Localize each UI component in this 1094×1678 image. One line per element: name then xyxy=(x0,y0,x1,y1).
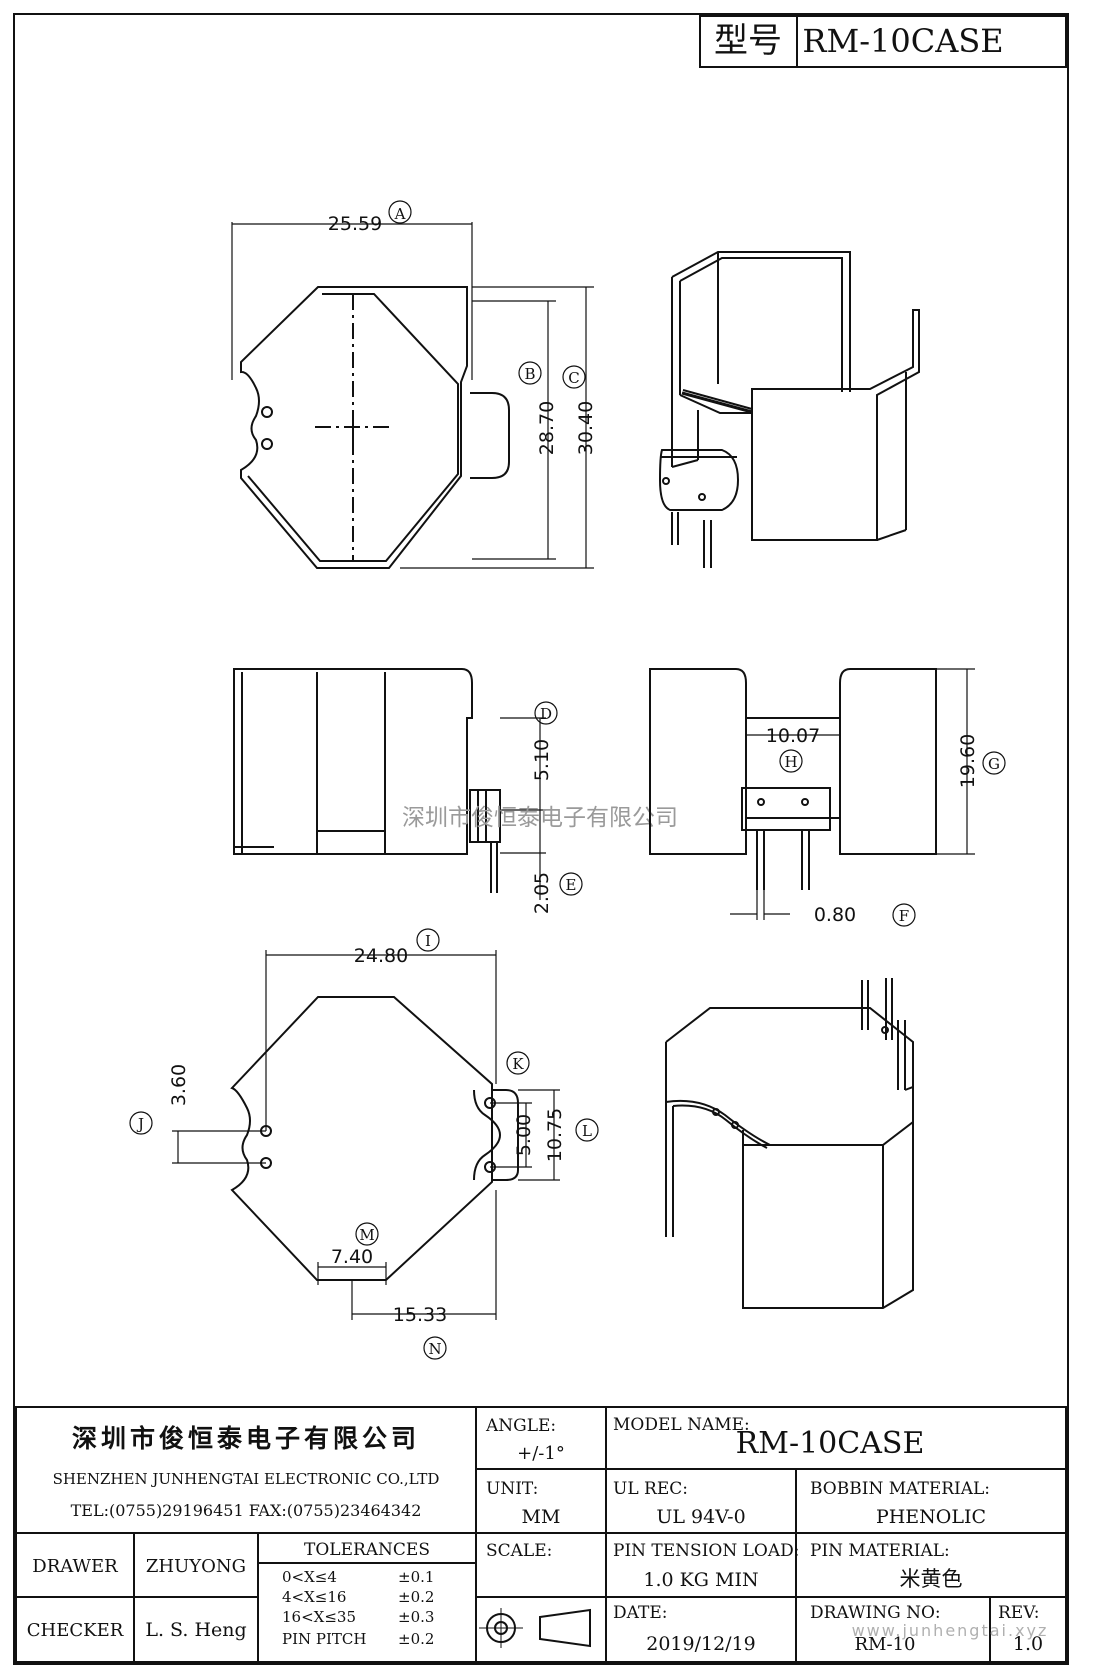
tolerance-value: ±0.1 xyxy=(398,1568,434,1586)
dim-m-callout xyxy=(355,1222,379,1246)
rev-value: 1.0 xyxy=(1013,1633,1043,1655)
front-view xyxy=(649,668,975,920)
scale-label: SCALE: xyxy=(486,1541,552,1561)
dim-g-callout xyxy=(982,751,1006,775)
dim-m-value: 7.40 xyxy=(331,1246,373,1268)
svg-text:K: K xyxy=(512,1055,524,1073)
checker-label: CHECKER xyxy=(27,1620,124,1641)
svg-text:L: L xyxy=(582,1122,592,1140)
dim-b-callout xyxy=(518,361,542,385)
dim-j-value: 3.60 xyxy=(168,1064,190,1106)
model-type-value: RM-10CASE xyxy=(802,22,1003,60)
svg-text:N: N xyxy=(428,1340,441,1358)
ul-rec-label: UL REC: xyxy=(613,1479,688,1499)
title-block xyxy=(15,1406,1067,1663)
tolerance-value: ±0.2 xyxy=(398,1588,434,1606)
dim-c-value: 30.40 xyxy=(575,401,597,455)
bobbin-material-label: BOBBIN MATERIAL: xyxy=(810,1479,990,1499)
dim-i-callout xyxy=(416,928,440,952)
svg-text:D: D xyxy=(540,705,552,723)
unit-value: MM xyxy=(522,1506,561,1528)
dim-g-value: 19.60 xyxy=(957,734,979,788)
angle-value: +/-1° xyxy=(517,1443,565,1464)
dim-f-callout xyxy=(892,903,916,927)
drawing-no-value: RM-10 xyxy=(855,1634,916,1655)
company-name-en: SHENZHEN JUNHENGTAI ELECTRONIC CO.,LTD xyxy=(53,1470,440,1488)
svg-text:G: G xyxy=(988,755,1000,773)
drawing-no-label: DRAWING NO: xyxy=(810,1603,941,1623)
isometric-view-bottom xyxy=(665,978,914,1309)
dim-l-callout xyxy=(575,1118,599,1142)
pin-tension-value: 1.0 KG MIN xyxy=(643,1569,758,1591)
title-block-text: 深圳市俊恒泰电子有限公司 SHENZHEN JUNHENGTAI ELECTRO… xyxy=(27,1415,1049,1655)
company-contact: TEL:(0755)29196451 FAX:(0755)23464342 xyxy=(71,1501,422,1520)
svg-text:H: H xyxy=(784,753,797,771)
pin-material-label: PIN MATERIAL: xyxy=(810,1541,950,1561)
url-watermark: www.junhengtai.xyz xyxy=(852,1621,1049,1640)
checker-value: L. S. Heng xyxy=(145,1619,246,1641)
ul-rec-value: UL 94V-0 xyxy=(656,1506,745,1528)
bottom-view xyxy=(172,950,560,1320)
dim-l-value: 10.75 xyxy=(544,1108,566,1162)
sheet-border xyxy=(13,13,1069,1665)
dim-d-callout xyxy=(534,701,558,725)
date-label: DATE: xyxy=(613,1603,667,1623)
isometric-view-top xyxy=(658,251,920,568)
dim-a-value: 25.59 xyxy=(328,213,382,235)
tolerance-range: PIN PITCH xyxy=(282,1630,367,1648)
top-title-box: 型号 RM-10CASE xyxy=(699,15,1067,68)
tolerances-title: TOLERANCES xyxy=(304,1540,430,1560)
angle-label: ANGLE: xyxy=(485,1416,556,1436)
company-name-cn: 深圳市俊恒泰电子有限公司 xyxy=(72,1424,420,1453)
unit-label: UNIT: xyxy=(486,1479,538,1499)
dim-b-value: 28.70 xyxy=(536,401,558,455)
model-type-label: 型号 xyxy=(714,21,782,61)
drawer-label: DRAWER xyxy=(32,1556,118,1577)
dim-d-value: 5.10 xyxy=(531,739,553,781)
svg-text:M: M xyxy=(359,1226,374,1244)
top-view-dimensions: 25.59 A 28.70 B 30.40 C xyxy=(328,200,597,455)
model-name-label: MODEL NAME: xyxy=(613,1415,750,1435)
dim-f-value: 0.80 xyxy=(814,904,856,926)
svg-text:A: A xyxy=(394,205,406,223)
dim-k-callout xyxy=(506,1051,530,1075)
svg-text:I: I xyxy=(425,932,431,950)
date-value: 2019/12/19 xyxy=(646,1633,756,1655)
dim-j-callout xyxy=(129,1111,153,1135)
svg-text:B: B xyxy=(524,365,535,383)
watermark-text: 深圳市俊恒泰电子有限公司 xyxy=(402,805,678,831)
dim-n-value: 15.33 xyxy=(393,1304,447,1326)
dim-a-callout xyxy=(388,200,412,224)
tolerance-value: ±0.2 xyxy=(398,1630,434,1648)
front-view-dimensions: 10.07 H 19.60 G 0.80 F xyxy=(766,725,1006,927)
bottom-view-dimensions: 24.80 I 3.60 J 5.00 K 10.75 L 7.40 M 15.… xyxy=(129,928,599,1360)
top-view xyxy=(231,222,594,569)
dim-h-value: 10.07 xyxy=(766,725,820,747)
dim-n-callout xyxy=(423,1336,447,1360)
dim-k-value: 5.00 xyxy=(513,1114,535,1156)
pin-material-value: 米黄色 xyxy=(900,1567,963,1591)
tolerance-range: 0<X≤4 xyxy=(282,1568,337,1586)
dim-e-callout xyxy=(559,872,583,896)
tolerance-range: 16<X≤35 xyxy=(282,1608,356,1626)
drawer-value: ZHUYONG xyxy=(146,1556,246,1577)
model-name-value: RM-10CASE xyxy=(736,1426,925,1461)
dim-e-value: 2.05 xyxy=(531,872,553,914)
dim-h-callout xyxy=(779,749,803,773)
dim-i-value: 24.80 xyxy=(354,945,408,967)
tolerance-value: ±0.3 xyxy=(398,1608,434,1626)
tolerance-range: 4<X≤16 xyxy=(282,1588,346,1606)
side-view-dimensions: 5.10 D 2.05 E xyxy=(531,701,583,914)
side-view xyxy=(233,668,546,900)
bobbin-material-value: PHENOLIC xyxy=(876,1506,986,1528)
svg-text:E: E xyxy=(566,876,577,894)
rev-label: REV: xyxy=(998,1603,1040,1623)
svg-text:F: F xyxy=(899,907,909,925)
dim-c-callout xyxy=(562,365,586,389)
pin-tension-label: PIN TENSION LOAD: xyxy=(613,1541,800,1561)
svg-text:J: J xyxy=(136,1115,144,1133)
svg-text:C: C xyxy=(568,369,579,387)
